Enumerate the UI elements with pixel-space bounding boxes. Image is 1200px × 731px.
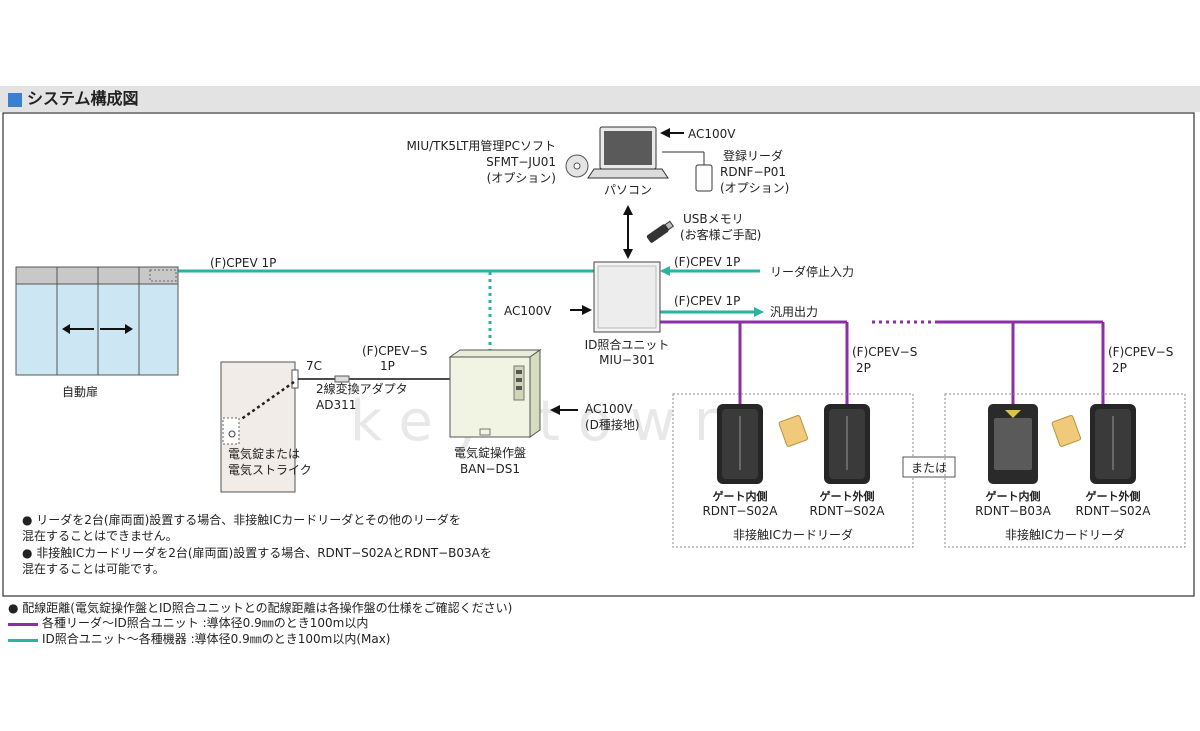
stop-cable-label: (F)CPEV 1P	[674, 255, 740, 269]
pc-ac-label: AC100V	[688, 127, 736, 141]
header-bar	[0, 86, 1200, 112]
usb-line2: (お客様ご手配)	[680, 227, 761, 242]
reader-group-2-box	[944, 393, 1186, 548]
pc-icon	[587, 126, 669, 179]
auto-door-icon	[15, 266, 179, 376]
teal-legend-line	[8, 639, 38, 642]
ban-panel-icon	[448, 349, 542, 438]
lock-door-icon	[220, 361, 299, 493]
g2-reader2-side: ゲート外側	[1086, 489, 1141, 503]
reader-cable1-line2: 2P	[856, 361, 871, 375]
reg-reader-line1: 登録リーダ	[723, 148, 783, 163]
g2-label: 非接触ICカードリーダ	[1005, 527, 1125, 542]
purple-legend-line	[8, 623, 38, 626]
reader-cable1-line1: (F)CPEV−S	[852, 345, 917, 359]
miu-label-line2: MIU−301	[599, 353, 655, 367]
miu-ac-label: AC100V	[504, 304, 552, 318]
note-line-4: 混在することは可能です。	[22, 562, 165, 576]
footer-purple-text: 各種リーダ〜ID照合ユニット :導体径0.9㎜のとき100m以内	[42, 616, 369, 630]
note-line-2: 混在することはできません。	[22, 529, 178, 543]
g1-reader1-side: ゲート内側	[713, 489, 768, 503]
adapter-icon	[334, 375, 350, 383]
reader-s02a-icon	[1090, 404, 1136, 484]
miu-label-line1: ID照合ユニット	[585, 337, 670, 352]
note-line-3: ● 非接触ICカードリーダを2台(扉両面)設置する場合、RDNT−S02AとRD…	[22, 545, 492, 560]
reader-cable2-line2: 2P	[1112, 361, 1127, 375]
door-label: 自動扉	[62, 385, 98, 399]
adapter-7c: 7C	[306, 359, 322, 373]
reader-cable2-line1: (F)CPEV−S	[1108, 345, 1173, 359]
g2-reader1-side: ゲート内側	[986, 489, 1041, 503]
footer-teal-text: ID照合ユニット〜各種機器 :導体径0.9㎜のとき100m以内(Max)	[42, 632, 391, 646]
reader-s02a-icon	[717, 404, 763, 484]
pc-software-line2: SFMT−JU01	[486, 155, 556, 169]
or-label: または	[911, 461, 947, 475]
g1-reader2-model: RDNT−S02A	[809, 504, 885, 518]
lock-label-line1: 電気錠または	[228, 446, 300, 461]
reg-reader-line2: RDNF−P01	[720, 165, 786, 179]
adapter-model: AD311	[316, 398, 356, 412]
cd-icon	[565, 154, 589, 178]
out-cable-label: (F)CPEV 1P	[674, 294, 740, 308]
ban-ac-line1: AC100V	[585, 402, 633, 416]
pc-label: パソコン	[604, 183, 652, 197]
ic-card-icon	[1051, 415, 1082, 447]
ic-card-icon	[778, 415, 809, 447]
ban-ac-line2: (D種接地)	[585, 417, 640, 432]
stop-arrow	[660, 266, 670, 276]
footer-title: ● 配線距離(電気錠操作盤とID照合ユニットとの配線距離は各操作盤の仕様をご確認…	[8, 601, 513, 615]
out-label: 汎用出力	[770, 305, 818, 319]
stop-label: リーダ停止入力	[770, 264, 854, 279]
page-title: システム構成図	[27, 89, 139, 108]
pc-software-line1: MIU/TK5LT用管理PCソフト	[406, 138, 556, 153]
ban-label-line2: BAN−DS1	[460, 462, 520, 476]
lock-cable-line2: 1P	[380, 359, 395, 373]
lock-label-line2: 電気ストライク	[228, 462, 312, 477]
reader-s02a-icon	[824, 404, 870, 484]
ban-label-line1: 電気錠操作盤	[454, 445, 526, 460]
adapter-name: 2線変換アダプタ	[316, 381, 408, 396]
out-arrow	[754, 307, 764, 317]
g1-label: 非接触ICカードリーダ	[733, 527, 853, 542]
reg-reader-icon	[662, 151, 713, 192]
door-cable-label: (F)CPEV 1P	[210, 256, 276, 270]
lock-cable-line1: (F)CPEV−S	[362, 344, 427, 358]
reader-b03a-icon	[988, 404, 1038, 484]
g2-reader1-model: RDNT−B03A	[975, 504, 1051, 518]
reg-reader-line3: (オプション)	[720, 181, 789, 195]
miu-unit-icon	[593, 261, 661, 333]
diagram-frame	[2, 112, 1195, 597]
or-box	[902, 456, 956, 478]
g1-reader2-side: ゲート外側	[820, 489, 875, 503]
pc-software-line3: (オプション)	[487, 171, 556, 185]
watermark: key town	[350, 389, 747, 454]
note-line-1: ● リーダを2台(扉両面)設置する場合、非接触ICカードリーダとその他のリーダを	[22, 512, 461, 527]
header-square-icon	[8, 93, 22, 107]
usb-icon	[646, 220, 674, 243]
g2-reader2-model: RDNT−S02A	[1075, 504, 1151, 518]
g1-reader1-model: RDNT−S02A	[702, 504, 778, 518]
usb-line1: USBメモリ	[683, 212, 744, 226]
